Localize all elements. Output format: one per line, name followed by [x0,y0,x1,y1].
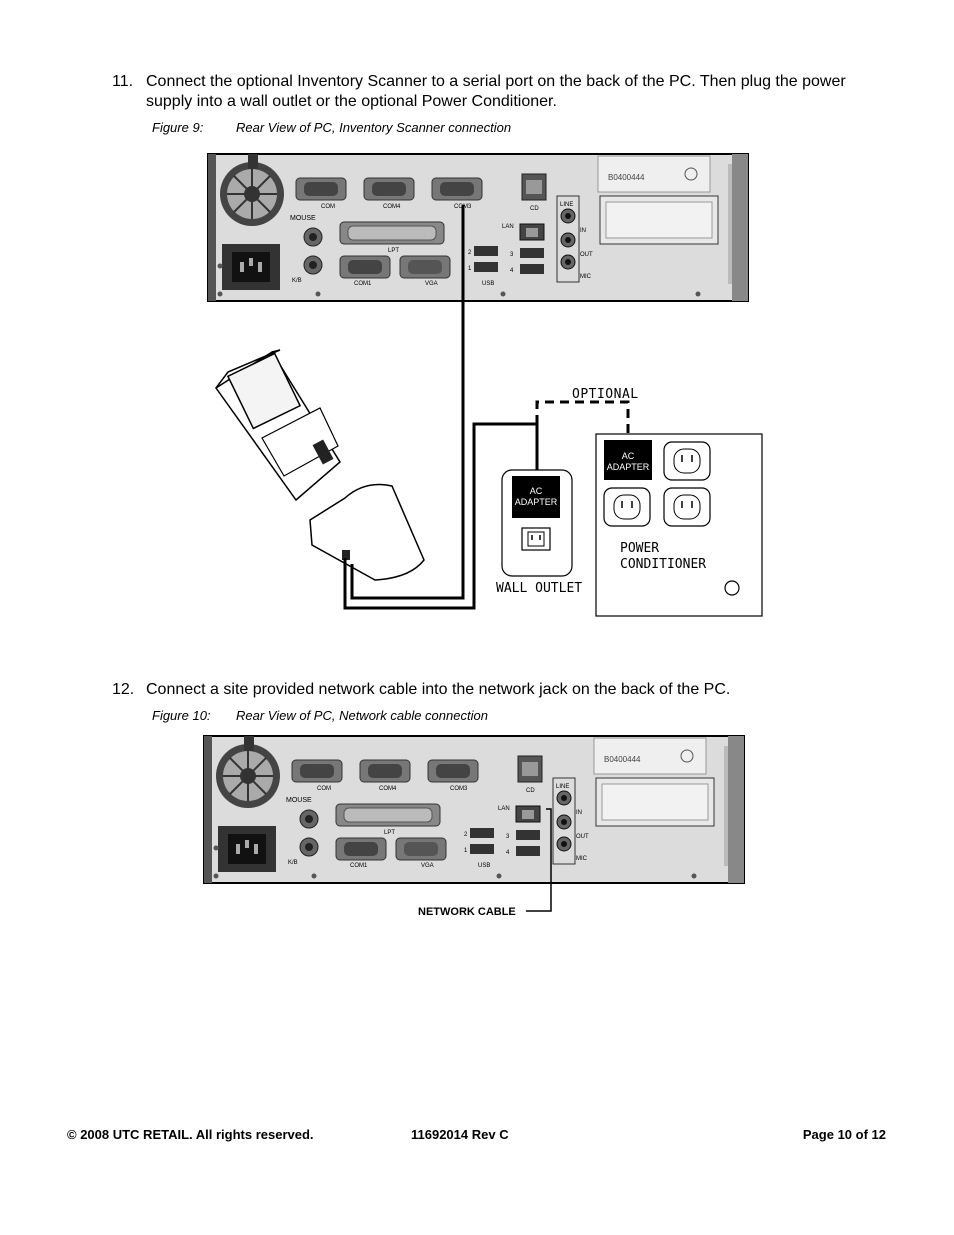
port-label-mouse: MOUSE [290,215,316,222]
pc-rear-panel: COM COM4 COM3 CD MOUSE LPT LAN K/B COM1 … [203,735,745,884]
scanner-serial-cable [350,205,465,600]
port-label-com: COM [321,204,335,210]
port-label-usb: USB [478,863,490,869]
optional-label: OPTIONAL [572,387,639,402]
figure-label: Figure 9: [152,120,204,135]
port-label-mouse: MOUSE [286,797,312,804]
port-label-lpt: LPT [388,248,399,254]
ac-adapter-line2: ADAPTER [607,462,650,472]
figure-9-caption: Figure 9: Rear View of PC, Inventory Scan… [152,120,511,135]
audio-label-out: OUT [580,252,593,258]
optional-cable [535,400,630,444]
scanner-power-cable [343,422,539,610]
step-text: Connect a site provided network cable in… [146,681,731,698]
figure-9-diagram: COM COM4 COM3 CD MOUSE LPT LAN K/B COM1 … [207,153,763,617]
port-label-com4: COM4 [379,786,397,792]
power-conditioner: AC ADAPTER POWER CONDITIONER [595,433,763,617]
serial-number: B0400444 [604,755,641,764]
port-label-cd: CD [526,788,535,794]
step-number: 12. [112,681,135,698]
figure-caption-text: Rear View of PC, Inventory Scanner conne… [236,120,512,135]
port-label-com: COM [317,786,331,792]
usb-num-2: 2 [468,250,472,256]
port-label-kb: K/B [292,278,302,284]
port-label-com1: COM1 [350,863,368,869]
ac-adapter-line1: AC [622,451,635,461]
port-label-com3: COM3 [450,786,468,792]
port-label-com4: COM4 [383,204,401,210]
audio-label-line: LINE [556,784,569,790]
audio-label-mic: MIC [580,274,592,280]
usb-num-3: 3 [506,834,510,840]
port-label-vga: VGA [425,281,438,287]
step-12: 12. Connect a site provided network cabl… [112,680,872,700]
wall-outlet-label: WALL OUTLET [496,581,582,596]
audio-label-mic: MIC [576,856,588,862]
figure-10-diagram: COM COM4 COM3 CD MOUSE LPT LAN K/B COM1 … [203,735,745,918]
port-label-cd: CD [530,206,539,212]
audio-label-in: IN [580,228,586,234]
network-cable-line [526,808,552,912]
figure-10-caption: Figure 10: Rear View of PC, Network cable… [152,708,488,723]
pc-rear-panel: COM COM4 COM3 CD MOUSE LPT LAN K/B COM1 … [207,153,749,302]
port-label-com1: COM1 [354,281,372,287]
footer-copyright: © 2008 UTC RETAIL. All rights reserved. [67,1127,314,1142]
network-cable-label: NETWORK CABLE [418,906,516,918]
power-label-line2: CONDITIONER [620,557,706,572]
port-label-usb: USB [482,281,494,287]
step-number: 11. [112,73,134,90]
step-text: Connect the optional Inventory Scanner t… [146,73,846,110]
serial-number: B0400444 [608,173,645,182]
usb-num-4: 4 [510,268,514,274]
usb-num-2: 2 [464,832,468,838]
footer-page-number: Page 10 of 12 [802,1127,886,1142]
port-label-lan: LAN [498,806,510,812]
audio-label-line: LINE [560,202,573,208]
step-11: 11. Connect the optional Inventory Scann… [112,72,872,112]
footer-doc-number: 11692014 Rev C [411,1127,509,1142]
usb-num-4: 4 [506,850,510,856]
figure-caption-text: Rear View of PC, Network cable connectio… [236,708,488,723]
audio-label-out: OUT [576,834,589,840]
figure-label: Figure 10: [152,708,211,723]
port-label-kb: K/B [288,860,298,866]
ac-adapter-line1: AC [530,486,543,496]
usb-num-1: 1 [468,266,472,272]
port-label-lan: LAN [502,224,514,230]
usb-num-3: 3 [510,252,514,258]
port-label-lpt: LPT [384,830,395,836]
power-label-line1: POWER [620,541,659,556]
usb-num-1: 1 [464,848,468,854]
wall-outlet: AC ADAPTER WALL OUTLET [496,469,582,596]
ac-adapter-line2: ADAPTER [515,497,558,507]
port-label-vga: VGA [421,863,434,869]
audio-label-in: IN [576,810,582,816]
inventory-scanner [214,349,425,581]
